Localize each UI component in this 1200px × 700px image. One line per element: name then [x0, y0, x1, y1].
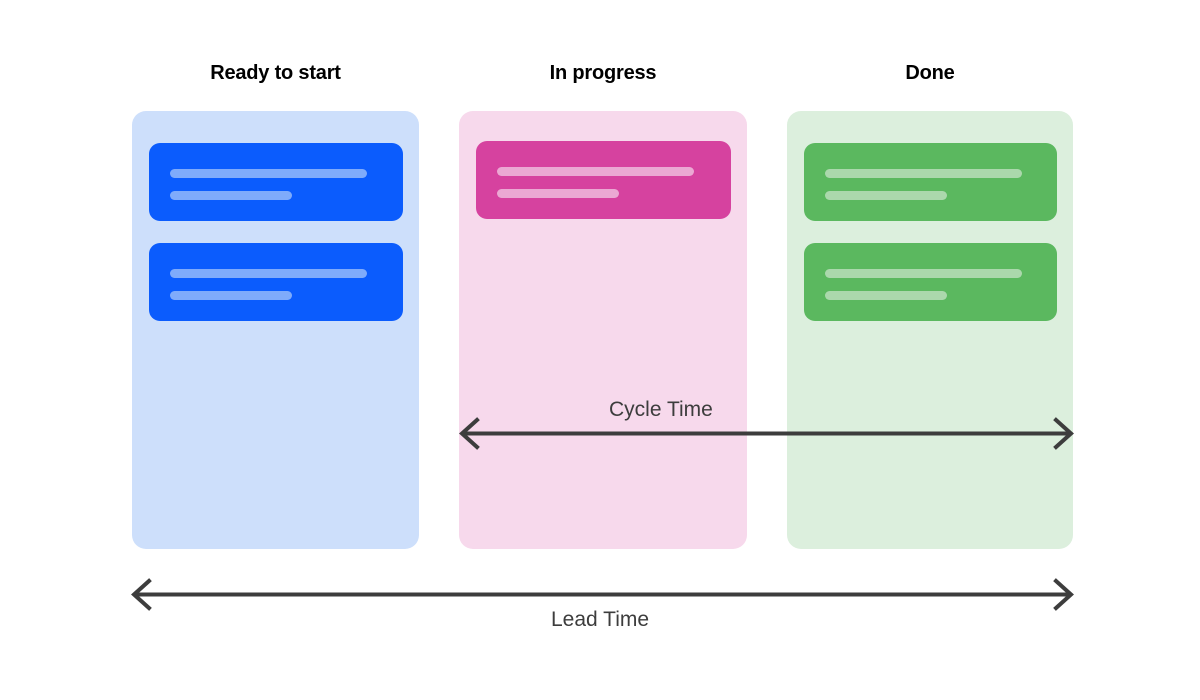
cycle-time-arrowhead-right [1053, 417, 1074, 450]
lead-time-arrow [131, 578, 1074, 611]
card-line-short [170, 291, 292, 300]
card-line-short [825, 191, 947, 200]
card-line-long [825, 169, 1022, 178]
card-in-progress-1[interactable] [476, 141, 731, 219]
cycle-time-label: Cycle Time [609, 398, 713, 421]
card-ready-2[interactable] [149, 243, 403, 321]
card-line-short [825, 291, 947, 300]
card-ready-1[interactable] [149, 143, 403, 221]
card-line-long [170, 269, 367, 278]
card-line-short [497, 189, 619, 198]
column-title-ready-to-start: Ready to start [210, 62, 341, 84]
card-line-short [170, 191, 292, 200]
lead-time-arrowhead-left [131, 578, 152, 611]
cycle-time-arrowhead-left [459, 417, 480, 450]
card-line-long [825, 269, 1022, 278]
card-line-long [497, 167, 694, 176]
column-title-done: Done [905, 62, 955, 84]
column-title-in-progress: In progress [549, 62, 657, 84]
column-ready-to-start[interactable] [132, 111, 419, 549]
card-done-1[interactable] [804, 143, 1057, 221]
cycle-time-arrow [459, 417, 1074, 450]
card-done-2[interactable] [804, 243, 1057, 321]
column-done[interactable] [787, 111, 1073, 549]
lead-time-arrowhead-right [1053, 578, 1074, 611]
card-line-long [170, 169, 367, 178]
column-in-progress[interactable] [459, 111, 747, 549]
lead-time-label: Lead Time [550, 608, 650, 631]
